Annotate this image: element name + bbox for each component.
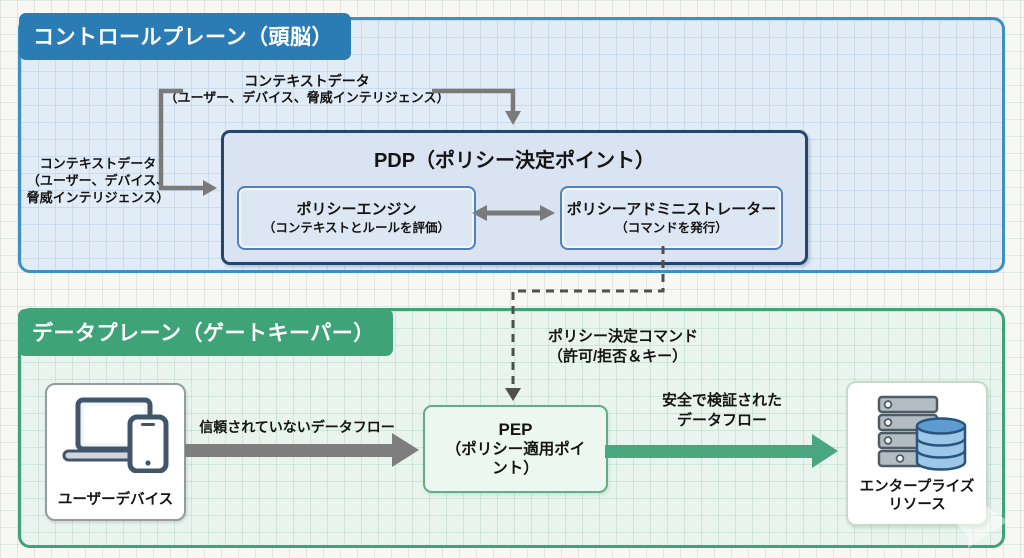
- context-data-label-left: コンテキストデータ （ユーザー、デバイス、 脅威インテリジェンス）: [23, 156, 173, 207]
- context-data-label-top: コンテキストデータ （ユーザー、デバイス、脅威インテリジェンス）: [151, 72, 463, 107]
- enterprise-resource-line1: エンタープライズ: [859, 479, 975, 495]
- laptop-phone-icon: [58, 397, 174, 478]
- policy-engine-line2: （コンテキストとルールを評価）: [262, 220, 451, 235]
- trusted-flow-label: 安全で検証された データフロー: [633, 391, 811, 432]
- context-data-top-line1: コンテキストデータ: [244, 73, 370, 89]
- data-plane-title: データプレーン（ゲートキーパー）: [18, 309, 393, 356]
- policy-command-label: ポリシー決定コマンド （許可/拒否＆キー）: [548, 327, 738, 366]
- pep-box: PEP （ポリシー適用ポイ ント）: [423, 405, 608, 493]
- trusted-flow-line2: データフロー: [676, 412, 767, 430]
- policy-command-line1: ポリシー決定コマンド: [548, 328, 699, 345]
- pep-line3: ント）: [492, 460, 539, 477]
- pdp-box: PDP（ポリシー決定ポイント） ポリシーエンジン （コンテキストとルールを評価）…: [221, 130, 808, 265]
- pdp-title: PDP（ポリシー決定ポイント）: [373, 150, 656, 172]
- control-plane-panel: コントロールプレーン（頭脳） コンテキストデータ （ユーザー、デバイス、脅威イン…: [18, 13, 1005, 273]
- policy-command-line2: （許可/拒否＆キー）: [548, 347, 688, 365]
- context-data-top-line2: （ユーザー、デバイス、脅威インテリジェンス）: [164, 90, 450, 106]
- enterprise-resource-label: エンタープライズ リソース: [860, 478, 975, 514]
- user-device-box: ユーザーデバイス: [45, 383, 186, 521]
- control-plane-title: コントロールプレーン（頭脳）: [19, 13, 351, 60]
- policy-engine-line1: ポリシーエンジン: [296, 201, 417, 219]
- policy-engine-box: ポリシーエンジン （コンテキストとルールを評価）: [237, 186, 476, 250]
- untrusted-flow-label: 信頼されていないデータフロー: [199, 419, 395, 435]
- user-device-label: ユーザーデバイス: [57, 491, 174, 508]
- policy-administrator-line1: ポリシーアドミニストレーター: [566, 201, 777, 219]
- server-database-icon: [867, 395, 967, 478]
- context-data-left-line3: 脅威インテリジェンス）: [26, 189, 170, 205]
- trusted-flow-line1: 安全で検証された: [661, 392, 782, 409]
- enterprise-resource-line2: リソース: [888, 497, 946, 514]
- data-plane-panel: データプレーン（ゲートキーパー） ポリシー決定コマンド （許可/拒否＆キー） ユ…: [18, 308, 1005, 548]
- context-data-left-line1: コンテキストデータ: [39, 156, 157, 171]
- pep-line1: PEP: [498, 419, 533, 439]
- enterprise-resource-box: エンタープライズ リソース: [846, 381, 988, 526]
- policy-administrator-box: ポリシーアドミニストレーター （コマンドを発行）: [560, 186, 783, 250]
- policy-administrator-line2: （コマンドを発行）: [615, 220, 728, 235]
- pep-line2: （ポリシー適用ポイ: [445, 440, 586, 458]
- context-data-left-line2: （ユーザー、デバイス、: [26, 172, 170, 188]
